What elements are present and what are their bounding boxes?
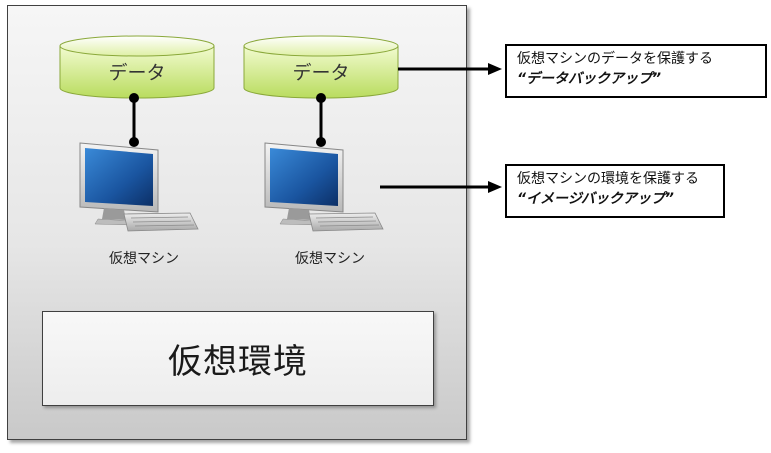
computer-icon-2 xyxy=(264,142,384,232)
database-label-2: データ xyxy=(292,62,350,84)
computer-icon-1 xyxy=(79,142,199,232)
virtual-environment-label-box: 仮想環境 xyxy=(42,311,434,406)
arrow-image-backup xyxy=(380,181,502,193)
callout-data-backup: 仮想マシンのデータを保護する “データバックアップ” xyxy=(505,44,767,98)
vm-label-1: 仮想マシン xyxy=(109,251,179,267)
database-cylinder-1 xyxy=(59,35,215,99)
virtual-environment-label: 仮想環境 xyxy=(168,342,308,382)
callout-image-backup-line2: “イメージバックアップ” xyxy=(517,191,674,207)
database-label-1: データ xyxy=(108,62,166,84)
callout-image-backup-line1: 仮想マシンの環境を保護する xyxy=(517,171,699,187)
callout-image-backup: 仮想マシンの環境を保護する “イメージバックアップ” xyxy=(505,164,725,218)
vm-label-2: 仮想マシン xyxy=(295,251,365,267)
database-cylinder-2 xyxy=(243,35,399,99)
callout-data-backup-line1: 仮想マシンのデータを保護する xyxy=(517,51,713,67)
connector-2 xyxy=(316,93,326,147)
connector-1 xyxy=(129,93,139,147)
callout-data-backup-line2: “データバックアップ” xyxy=(517,71,662,87)
arrow-data-backup xyxy=(398,63,502,75)
